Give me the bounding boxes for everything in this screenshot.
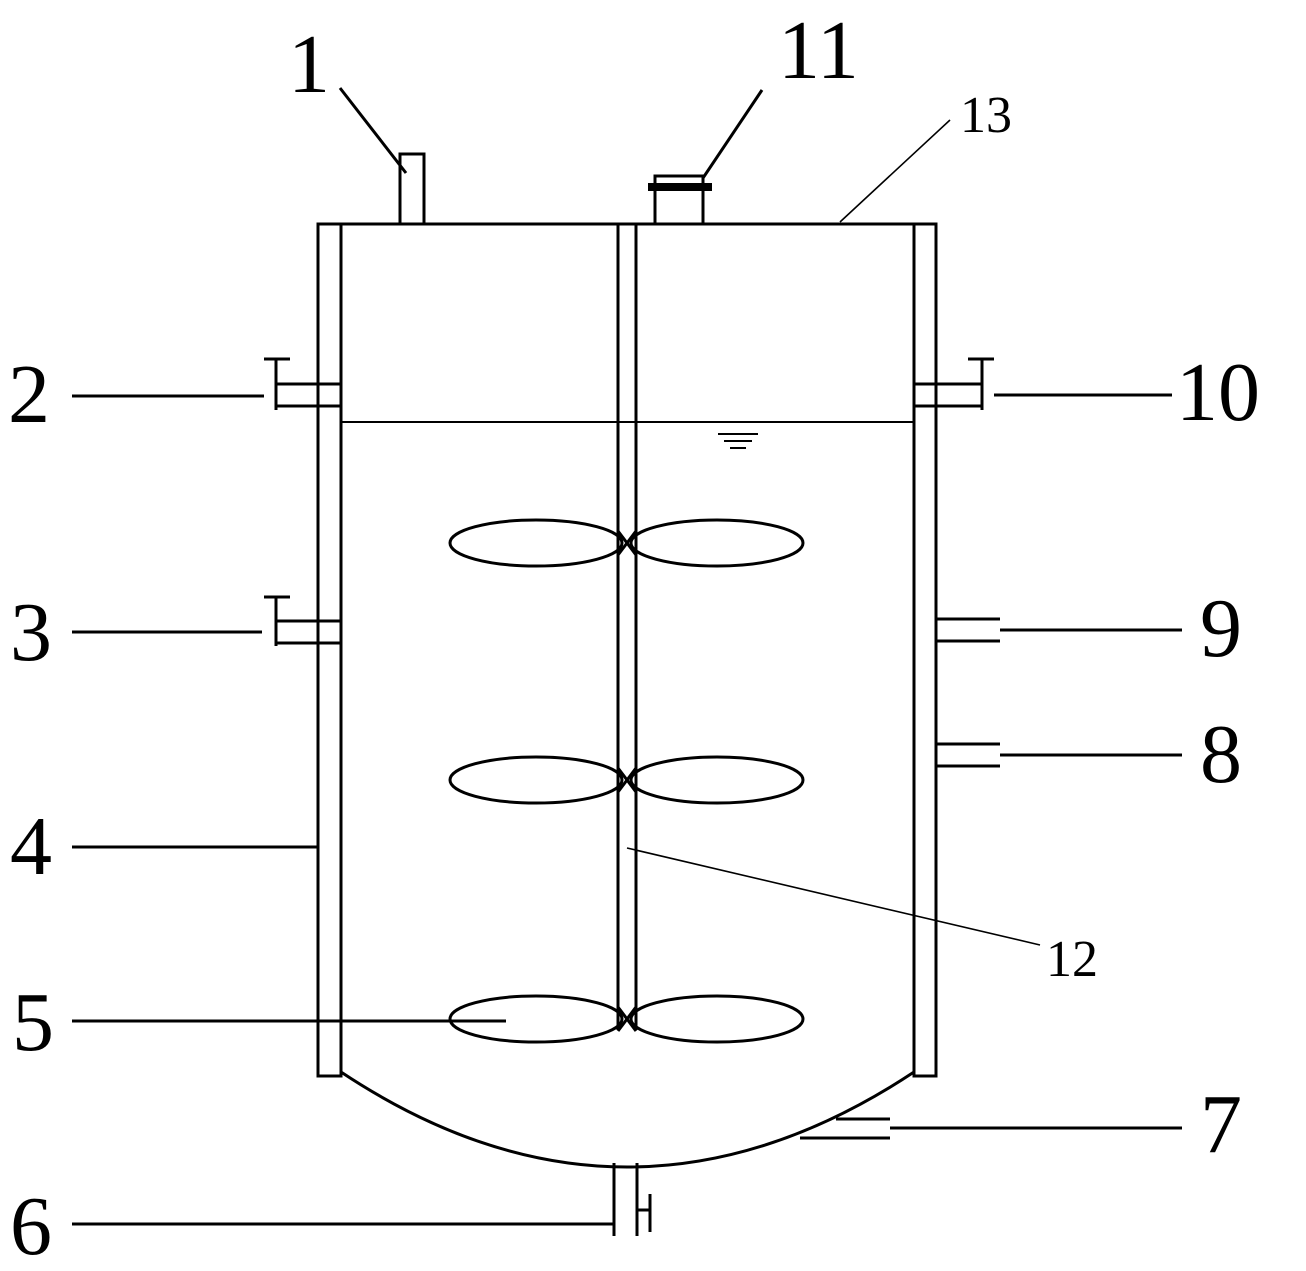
jacket-outlet-7 [800,1117,890,1140]
valve-nozzle-3 [264,595,341,646]
stirring-shaft [616,224,638,1030]
liquid-level-symbol [718,433,758,449]
label-9: 9 [1200,582,1242,675]
nozzle-8 [936,742,1000,768]
leader-lines [72,87,1182,1226]
valve-nozzle-10 [914,357,994,410]
leader-12 [626,847,1041,946]
outer-jacket-left [316,222,343,1078]
vessel [316,222,938,1169]
label-5: 5 [12,976,54,1069]
impeller-middle [448,755,805,805]
impeller-upper [448,518,805,568]
label-8: 8 [1200,708,1242,801]
feed-pipe-1 [398,152,426,226]
label-13: 13 [960,87,1012,144]
leader-11 [701,89,764,179]
leader-1 [338,87,408,174]
label-10: 10 [1176,346,1260,439]
outer-jacket-right [912,222,938,1078]
top-fitting-11 [648,174,712,226]
part-labels: 1 11 13 2 3 4 5 6 10 9 8 7 12 [8,4,1260,1271]
label-7: 7 [1200,1078,1242,1171]
label-6: 6 [10,1180,52,1271]
impeller-lower [448,994,805,1044]
label-1: 1 [288,18,330,111]
vessel-dished-bottom [340,1070,915,1169]
nozzle-9 [936,617,1000,643]
leader-13 [839,119,951,223]
bottom-discharge-6 [612,1163,652,1236]
label-11: 11 [778,4,859,97]
label-12: 12 [1046,931,1098,988]
valve-nozzle-2 [264,357,341,410]
label-4: 4 [10,800,52,893]
label-3: 3 [10,586,52,679]
label-2: 2 [8,348,50,441]
